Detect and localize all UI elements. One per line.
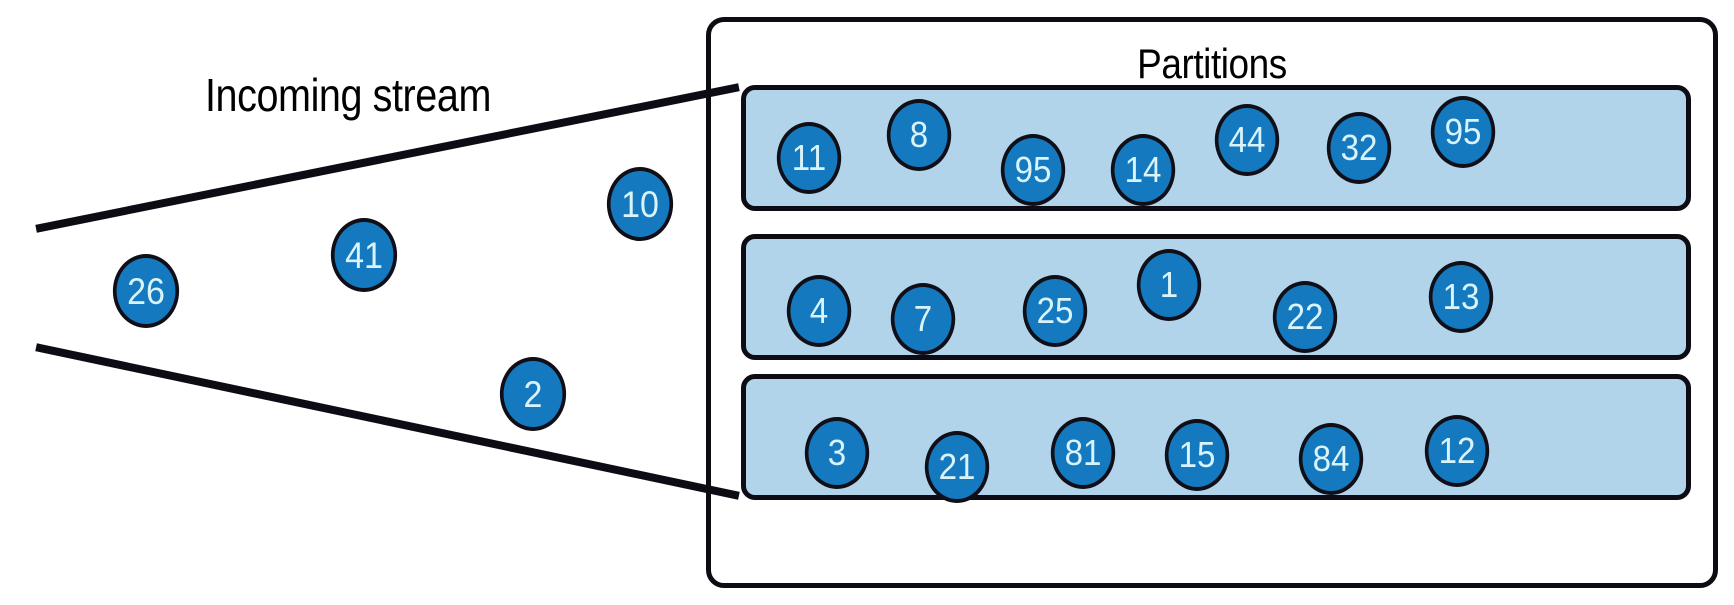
stream-bottom-line (35, 343, 740, 500)
partition-item: 3 (804, 417, 870, 489)
partition-item: 1 (1136, 249, 1202, 321)
partition-item: 25 (1022, 275, 1088, 347)
partition-item: 81 (1050, 417, 1116, 489)
partition-item: 22 (1272, 281, 1338, 353)
partition-item: 32 (1326, 112, 1392, 184)
partition-item: 95 (1430, 96, 1496, 168)
partition-item: 13 (1428, 261, 1494, 333)
incoming-stream-label: Incoming stream (205, 69, 491, 121)
partition-item: 4 (786, 275, 852, 347)
stream-item: 2 (499, 357, 567, 431)
partition-item: 44 (1214, 104, 1280, 176)
partition-row: 4 7 25 1 22 13 (741, 234, 1691, 360)
partition-item: 7 (890, 283, 956, 355)
partition-item: 15 (1164, 419, 1230, 491)
partition-item: 11 (776, 122, 842, 194)
partition-item: 84 (1298, 423, 1364, 495)
partition-item: 12 (1424, 415, 1490, 487)
partition-item: 95 (1000, 134, 1066, 206)
partition-row: 3 21 81 15 84 12 (741, 374, 1691, 503)
partition-row: 11 8 95 14 44 32 95 (741, 85, 1691, 211)
partition-item: 8 (886, 99, 952, 171)
partition-item: 14 (1110, 134, 1176, 206)
stream-item: 41 (330, 218, 398, 292)
partition-item: 21 (924, 431, 990, 503)
partitions-container: Partitions 11 8 95 14 44 32 95 4 7 25 1 … (706, 17, 1718, 588)
partitions-title: Partitions (1137, 40, 1287, 87)
stream-item: 10 (606, 167, 674, 241)
stream-item: 26 (112, 254, 180, 328)
